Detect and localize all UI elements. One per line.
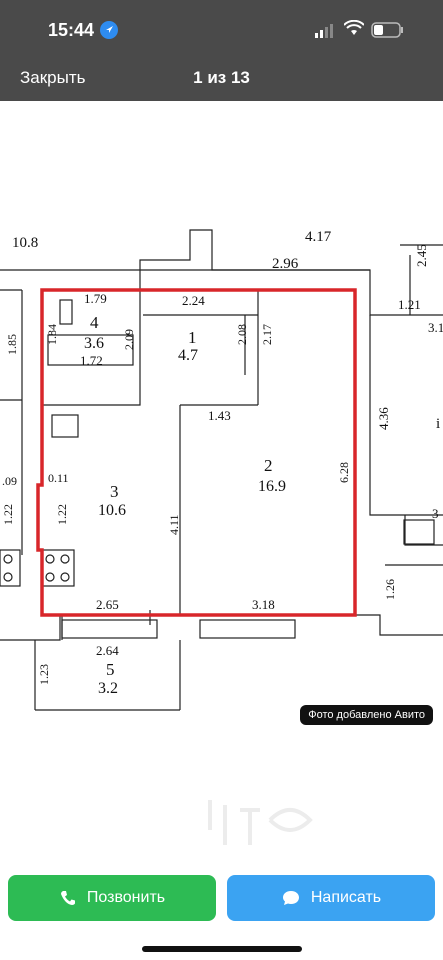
room-area: 3.2	[98, 680, 118, 697]
plan-label: 10.8	[12, 235, 38, 251]
plan-label: 4.11	[167, 514, 181, 535]
message-button[interactable]: Написать	[227, 875, 435, 921]
plan-label: 2.65	[96, 597, 119, 612]
plan-label: 2.64	[96, 643, 119, 658]
plan-label: 3.1	[428, 320, 443, 335]
plan-label: 3	[432, 506, 439, 521]
room-area: 16.9	[258, 478, 286, 495]
call-button-label: Позвонить	[86, 889, 166, 906]
plan-label: 1.72	[80, 353, 103, 368]
room-area: 10.6	[98, 502, 126, 519]
plan-label: 0.11	[48, 471, 69, 485]
message-button-label: Написать	[310, 889, 382, 906]
room-number: 1	[188, 328, 197, 347]
plan-label: 2.45	[414, 244, 429, 267]
plan-label: 2.09	[122, 329, 136, 350]
plan-label: 3.18	[252, 597, 275, 612]
battery-icon	[371, 22, 403, 38]
plan-label: 4.17	[305, 229, 332, 245]
call-button[interactable]: Позвонить	[8, 875, 216, 921]
plan-label: 4.36	[376, 407, 391, 430]
plan-label: 1.23	[37, 664, 51, 685]
plan-label: 1.26	[383, 579, 397, 600]
room-number: 5	[106, 660, 115, 679]
floor-plan-image[interactable]: 10.8 4.17 2.96 2.45 1.21 3.1 1.79 2.24 4…	[0, 215, 443, 715]
phone-icon	[60, 891, 75, 905]
home-indicator[interactable]	[142, 946, 302, 952]
plan-label: 1.85	[5, 334, 19, 355]
floor-plan-drawing: 10.8 4.17 2.96 2.45 1.21 3.1 1.79 2.24 4…	[0, 229, 443, 711]
plan-label: i	[436, 416, 440, 432]
photo-counter: 1 из 13	[193, 68, 250, 87]
plan-label: .09	[2, 474, 17, 488]
status-time: 15:44	[48, 20, 95, 40]
plan-label: 2.96	[272, 256, 299, 272]
plan-label: 1.21	[398, 297, 421, 312]
plan-label: 2.08	[235, 324, 249, 345]
avito-watermark-icon	[208, 800, 313, 845]
room-area: 3.6	[84, 335, 104, 352]
top-bar: 15:44 Закрыть 1 из 13	[0, 0, 443, 101]
plan-label: 2.17	[260, 324, 274, 345]
plan-label: 1.22	[55, 504, 69, 525]
room-number: 3	[110, 482, 119, 501]
location-arrow-icon	[100, 21, 118, 39]
plan-label: 1.43	[208, 408, 231, 423]
plan-label: 1.22	[1, 504, 15, 525]
plan-label: 1.79	[84, 291, 107, 306]
plan-label: 1.84	[45, 324, 59, 345]
wifi-icon	[344, 20, 364, 35]
signal-icon	[315, 24, 333, 38]
photo-source-badge: Фото добавлено Авито	[300, 705, 433, 725]
chat-bubble-icon	[282, 891, 299, 905]
plan-label: 6.28	[337, 462, 351, 483]
room-area: 4.7	[178, 347, 198, 364]
room-number: 2	[264, 456, 273, 475]
plan-label: 2.24	[182, 293, 205, 308]
close-button[interactable]: Закрыть	[20, 68, 86, 87]
room-number: 4	[90, 313, 99, 332]
